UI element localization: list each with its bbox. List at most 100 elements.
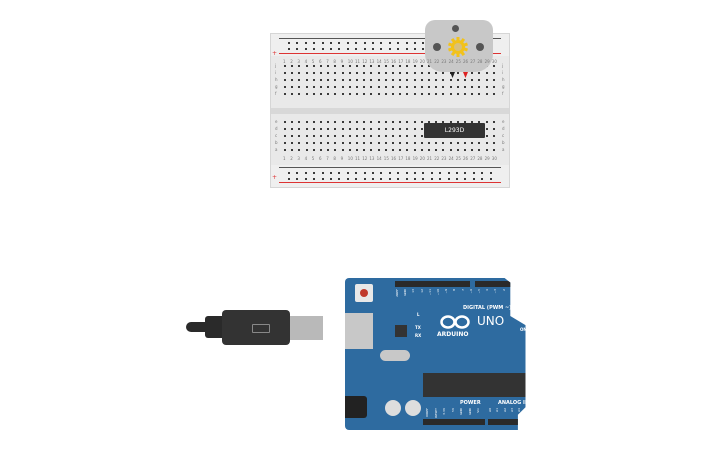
breadboard-hole[interactable] (348, 128, 351, 130)
breadboard-hole[interactable] (399, 149, 402, 151)
breadboard-hole[interactable] (372, 172, 374, 174)
breadboard-hole[interactable] (406, 128, 409, 130)
breadboard-hole[interactable] (380, 178, 383, 180)
analog-header[interactable] (488, 419, 526, 425)
breadboard-hole[interactable] (420, 86, 423, 88)
breadboard-hole[interactable] (370, 142, 373, 144)
breadboard-hole[interactable] (439, 172, 442, 174)
breadboard-hole[interactable] (406, 135, 409, 137)
breadboard-hole[interactable] (372, 48, 374, 50)
breadboard-hole[interactable] (284, 142, 286, 144)
breadboard-hole[interactable] (492, 79, 495, 81)
breadboard-hole[interactable] (348, 149, 351, 151)
breadboard-hole[interactable] (478, 149, 481, 151)
breadboard-hole[interactable] (464, 121, 466, 123)
breadboard-hole[interactable] (471, 93, 474, 95)
breadboard-hole[interactable] (334, 135, 337, 137)
breadboard-hole[interactable] (428, 142, 430, 144)
breadboard-hole[interactable] (413, 135, 416, 137)
breadboard-hole[interactable] (321, 172, 324, 174)
breadboard-hole[interactable] (478, 72, 481, 74)
breadboard-hole[interactable] (320, 86, 322, 88)
breadboard-hole[interactable] (330, 48, 332, 50)
breadboard-hole[interactable] (435, 86, 438, 88)
breadboard-hole[interactable] (464, 86, 466, 88)
usb-port[interactable] (345, 313, 373, 349)
breadboard-hole[interactable] (439, 178, 442, 180)
breadboard-hole[interactable] (341, 142, 344, 144)
breadboard-hole[interactable] (447, 172, 450, 174)
breadboard-hole[interactable] (363, 178, 366, 180)
breadboard-hole[interactable] (413, 142, 416, 144)
breadboard-hole[interactable] (370, 121, 373, 123)
breadboard-hole[interactable] (291, 86, 294, 88)
breadboard-hole[interactable] (405, 178, 408, 180)
breadboard-hole[interactable] (449, 142, 452, 144)
breadboard-hole[interactable] (435, 93, 438, 95)
breadboard-hole[interactable] (321, 42, 324, 44)
breadboard-hole[interactable] (298, 72, 301, 74)
breadboard-hole[interactable] (370, 135, 373, 137)
breadboard-hole[interactable] (327, 121, 330, 123)
breadboard-hole[interactable] (356, 135, 358, 137)
breadboard-hole[interactable] (291, 149, 294, 151)
usb-plug[interactable] (222, 310, 290, 345)
breadboard-hole[interactable] (413, 79, 416, 81)
l293d-chip[interactable]: L293D (424, 123, 485, 138)
breadboard-hole[interactable] (481, 178, 484, 180)
arduino-uno[interactable]: ARDUINO UNO DIGITAL (PWM ~) POWER ANALOG… (345, 278, 526, 430)
breadboard-hole[interactable] (298, 65, 301, 67)
breadboard-hole[interactable] (284, 72, 286, 74)
breadboard-hole[interactable] (312, 93, 315, 95)
breadboard-hole[interactable] (341, 93, 344, 95)
breadboard-hole[interactable] (341, 121, 344, 123)
breadboard-hole[interactable] (406, 72, 409, 74)
breadboard-hole[interactable] (320, 93, 322, 95)
breadboard-hole[interactable] (291, 65, 294, 67)
breadboard-hole[interactable] (464, 178, 467, 180)
breadboard-hole[interactable] (313, 42, 316, 44)
breadboard-hole[interactable] (288, 172, 290, 174)
breadboard-hole[interactable] (291, 93, 294, 95)
breadboard-hole[interactable] (414, 172, 416, 174)
breadboard-hole[interactable] (320, 142, 322, 144)
breadboard-hole[interactable] (392, 128, 394, 130)
breadboard-hole[interactable] (442, 142, 445, 144)
dc-motor[interactable] (425, 20, 493, 72)
breadboard-hole[interactable] (471, 79, 474, 81)
breadboard-hole[interactable] (312, 135, 315, 137)
breadboard-hole[interactable] (348, 72, 351, 74)
breadboard-hole[interactable] (305, 135, 308, 137)
breadboard-hole[interactable] (298, 135, 301, 137)
breadboard-hole[interactable] (356, 93, 358, 95)
breadboard-hole[interactable] (356, 86, 358, 88)
breadboard-hole[interactable] (312, 128, 315, 130)
breadboard-hole[interactable] (464, 79, 466, 81)
breadboard-hole[interactable] (370, 93, 373, 95)
power-jack[interactable] (345, 396, 367, 418)
breadboard-hole[interactable] (305, 121, 308, 123)
breadboard-hole[interactable] (449, 121, 452, 123)
breadboard-hole[interactable] (363, 172, 366, 174)
breadboard-hole[interactable] (399, 65, 402, 67)
breadboard-hole[interactable] (384, 128, 387, 130)
breadboard-hole[interactable] (338, 172, 341, 174)
breadboard-hole[interactable] (334, 86, 337, 88)
breadboard-hole[interactable] (442, 79, 445, 81)
breadboard-hole[interactable] (312, 86, 315, 88)
breadboard-hole[interactable] (305, 93, 308, 95)
breadboard-hole[interactable] (392, 72, 394, 74)
breadboard-hole[interactable] (284, 86, 286, 88)
breadboard-hole[interactable] (384, 79, 387, 81)
breadboard-hole[interactable] (348, 93, 351, 95)
breadboard-hole[interactable] (485, 72, 488, 74)
breadboard-hole[interactable] (428, 121, 430, 123)
breadboard-hole[interactable] (305, 79, 308, 81)
breadboard-hole[interactable] (377, 86, 380, 88)
breadboard-hole[interactable] (312, 65, 315, 67)
breadboard-hole[interactable] (384, 65, 387, 67)
breadboard-hole[interactable] (392, 86, 394, 88)
breadboard-hole[interactable] (406, 79, 409, 81)
motor-lead-black[interactable] (450, 72, 455, 78)
breadboard-hole[interactable] (291, 128, 294, 130)
